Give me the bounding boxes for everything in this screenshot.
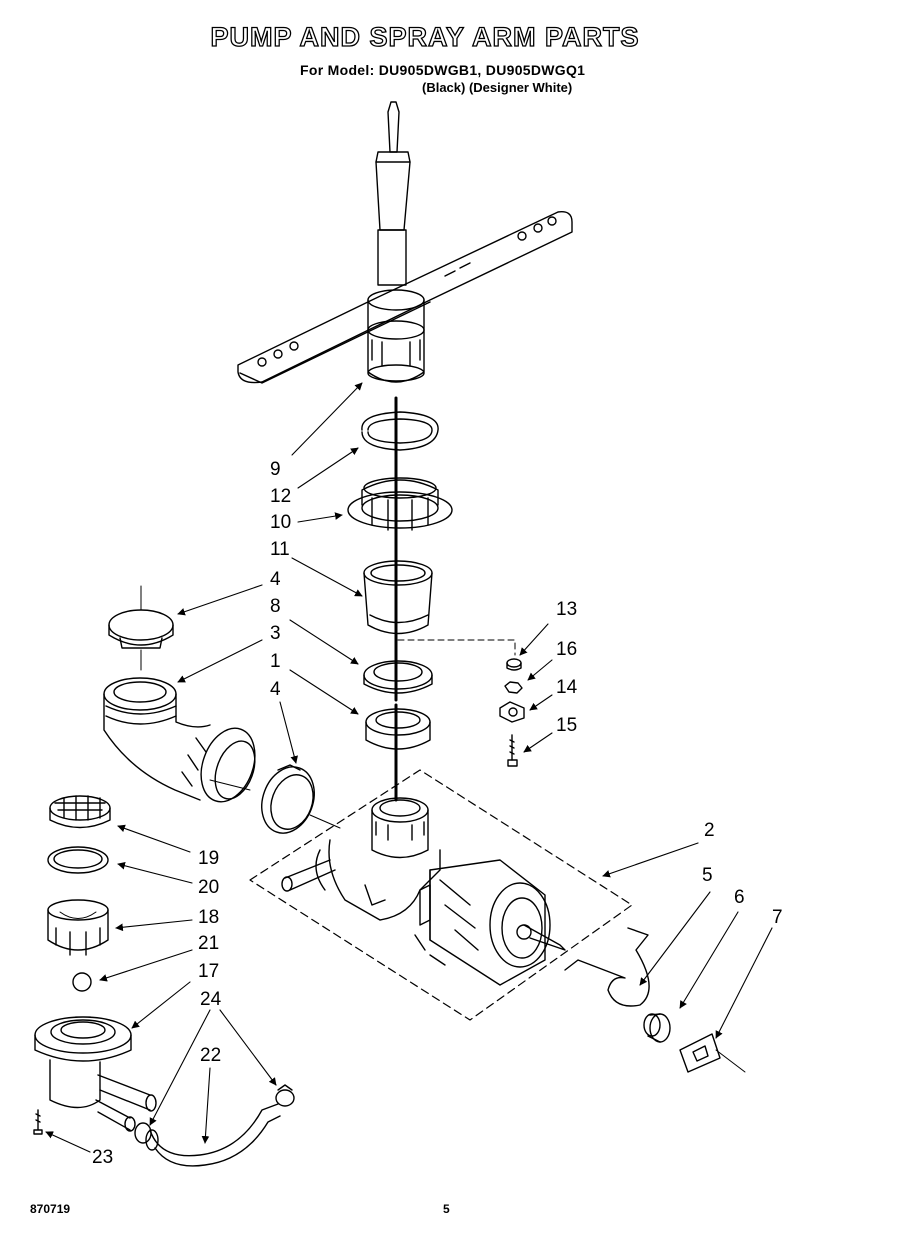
callout-1: 1 bbox=[270, 651, 281, 672]
callout-5: 5 bbox=[702, 865, 713, 886]
nut-13 bbox=[506, 658, 522, 671]
sump-housing bbox=[34, 1016, 157, 1132]
gasket-plate bbox=[679, 1033, 746, 1073]
callout-24: 24 bbox=[200, 989, 222, 1010]
callout-21: 21 bbox=[198, 933, 220, 954]
callout-3: 3 bbox=[270, 623, 281, 644]
hose-clamp-4-lower bbox=[261, 764, 341, 834]
callout-22: 22 bbox=[200, 1045, 222, 1066]
callout-7: 7 bbox=[772, 907, 783, 928]
strainer bbox=[47, 899, 109, 956]
callout-12: 12 bbox=[270, 486, 292, 507]
drain-hose bbox=[145, 1103, 281, 1167]
bracket-14 bbox=[499, 701, 525, 723]
callout-23: 23 bbox=[92, 1147, 114, 1168]
callout-14: 14 bbox=[556, 677, 578, 698]
callout-16: 16 bbox=[556, 639, 578, 660]
motor-pump-assembly bbox=[249, 769, 633, 1021]
seal-ring-1 bbox=[365, 703, 431, 802]
model-line: For Model: DU905DWGB1, DU905DWGQ1 bbox=[300, 62, 586, 78]
bushing bbox=[643, 1013, 671, 1043]
spray-arm-assembly bbox=[237, 101, 573, 384]
page-number: 5 bbox=[443, 1202, 450, 1216]
callout-8: 8 bbox=[270, 596, 281, 617]
filter-o-ring bbox=[47, 846, 109, 874]
page-title: PUMP AND SPRAY ARM PARTS bbox=[210, 21, 640, 52]
callout-18: 18 bbox=[198, 907, 220, 928]
callout-13: 13 bbox=[556, 599, 578, 620]
callout-11: 11 bbox=[270, 539, 290, 560]
callout-leaders bbox=[45, 382, 773, 1153]
document-number: 870719 bbox=[30, 1202, 71, 1216]
hose-clamps-24 bbox=[134, 1084, 295, 1144]
drain-hose-elbow bbox=[103, 677, 256, 803]
callout-15: 15 bbox=[556, 715, 578, 736]
callout-6: 6 bbox=[734, 887, 745, 908]
spray-arm-hub bbox=[347, 468, 453, 562]
filter-screen-cap bbox=[49, 795, 111, 829]
callout-2: 2 bbox=[704, 820, 715, 841]
callout-10: 10 bbox=[270, 512, 292, 533]
color-variants-line: (Black) (Designer White) bbox=[422, 80, 573, 95]
check-ball bbox=[72, 972, 92, 992]
hose-clamp-4-upper bbox=[108, 585, 174, 671]
sump-screw bbox=[33, 1109, 43, 1135]
retaining-ring bbox=[361, 396, 439, 472]
washer-16 bbox=[504, 681, 523, 694]
seal-ring-8 bbox=[363, 643, 433, 702]
callout-19: 19 bbox=[198, 848, 220, 869]
wire-clip bbox=[564, 927, 650, 1007]
callout-20: 20 bbox=[198, 877, 220, 898]
callout-9: 9 bbox=[270, 459, 281, 480]
callout-4-upper: 4 bbox=[270, 569, 281, 590]
pump-housing-cylinder bbox=[363, 558, 433, 647]
callout-4-lower: 4 bbox=[270, 679, 281, 700]
screw-15 bbox=[507, 734, 518, 767]
callout-17: 17 bbox=[198, 961, 220, 982]
